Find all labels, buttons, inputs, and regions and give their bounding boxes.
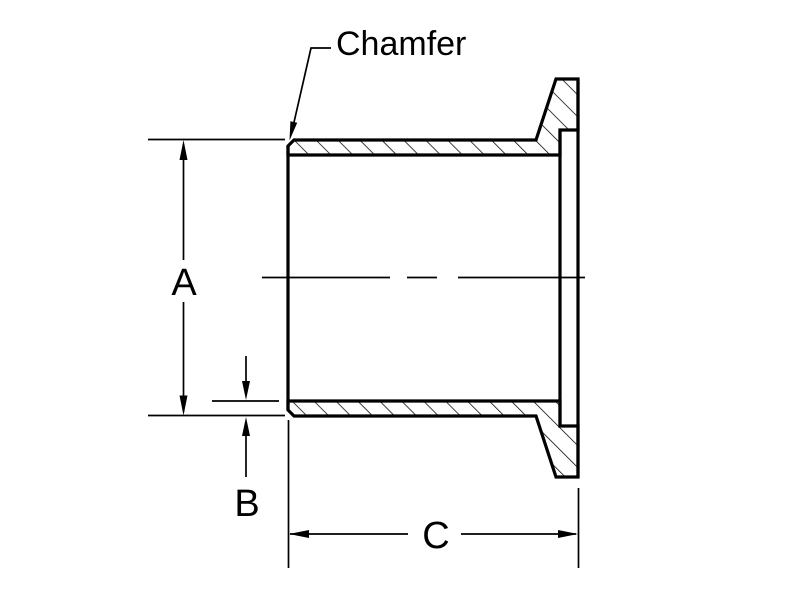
- ferrule-section: [286, 77, 580, 479]
- dimension-b-arrowhead-up: [242, 417, 250, 436]
- dimension-c: C: [287, 420, 580, 568]
- chamfer-callout: Chamfer: [289, 25, 466, 141]
- dimension-b-label: B: [234, 483, 259, 525]
- dimension-b: B: [212, 356, 279, 525]
- dimension-a-arrowhead-bottom: [179, 395, 188, 416]
- ferrule-lower-wall-section: [286, 399, 580, 479]
- dimension-a-label: A: [171, 262, 197, 304]
- chamfer-label: Chamfer: [336, 25, 466, 63]
- dimension-c-arrowhead-right: [558, 530, 578, 538]
- dimension-c-arrowhead-left: [289, 530, 309, 538]
- chamfer-leader-line: [291, 47, 331, 132]
- ferrule-upper-wall-section: [286, 77, 580, 157]
- dimension-a: A: [148, 138, 285, 417]
- dimension-b-arrowhead-down: [242, 381, 250, 400]
- dimension-c-label: C: [422, 515, 449, 557]
- dimension-a-arrowhead-top: [179, 140, 188, 160]
- chamfer-leader-arrowhead: [289, 121, 298, 141]
